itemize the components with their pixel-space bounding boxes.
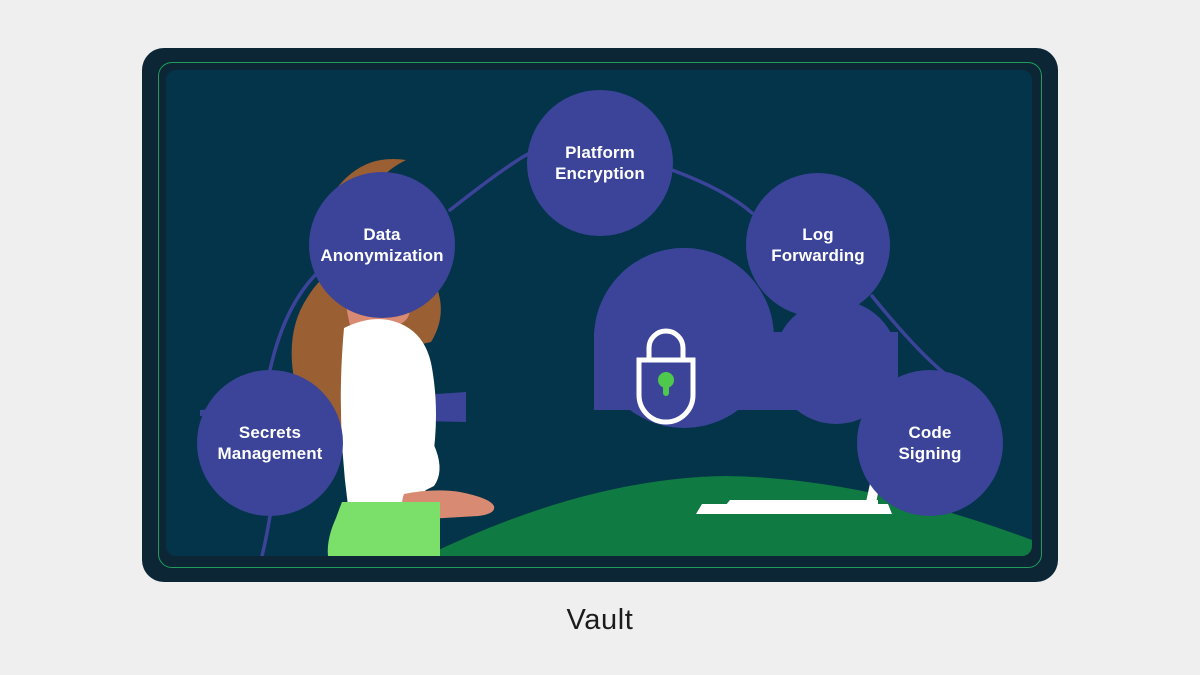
node-label-code-signing: Code Signing [898,423,962,463]
node-label-data-anonymization: Data Anonymization [320,225,444,265]
node-label-secrets-management: Secrets Management [217,423,323,463]
node-log-forwarding[interactable]: Log Forwarding [746,173,890,317]
connector-platform-to-log [670,168,754,215]
connector-log-to-code [870,294,946,375]
node-data-anonymization[interactable]: Data Anonymization [309,172,455,318]
caption-vault: Vault [566,604,634,636]
node-label-log-forwarding: Log Forwarding [771,225,865,265]
secure-cloud [594,248,898,428]
diagram-card-inner-panel: Data Anonymization Platform Encryption L… [166,70,1032,556]
connector-secrets-to-bottom [260,514,272,556]
laptop-base [696,504,892,514]
node-platform-encryption[interactable]: Platform Encryption [527,90,673,236]
node-label-platform-encryption: Platform Encryption [555,143,645,183]
padlock-icon [636,328,696,425]
node-code-signing[interactable]: Code Signing [857,370,1003,516]
connector-anonymization-to-platform [448,152,530,212]
node-secrets-management[interactable]: Secrets Management [197,370,343,516]
